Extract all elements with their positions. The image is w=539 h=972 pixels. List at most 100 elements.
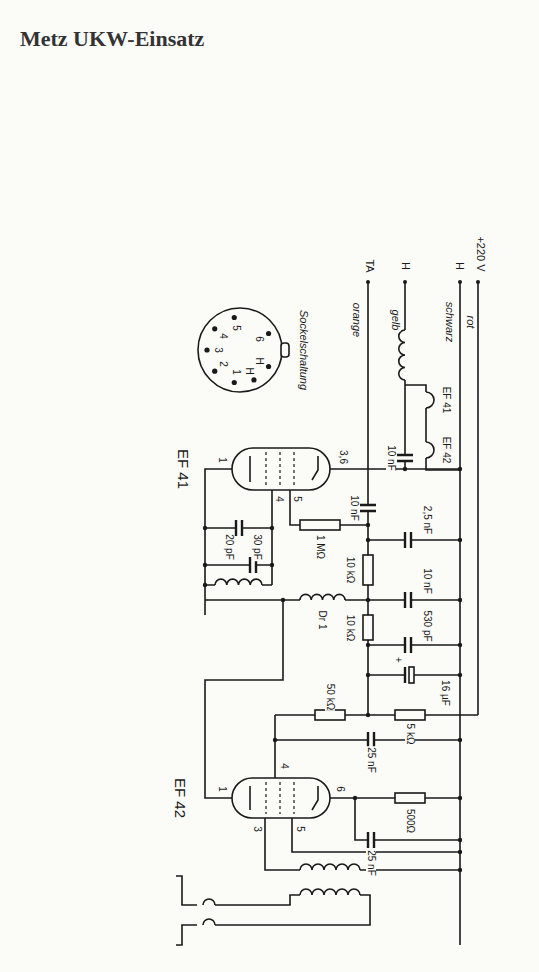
component-value: 1 MΩ bbox=[315, 534, 325, 560]
schematic-line bbox=[405, 532, 411, 683]
wire-color: schwarz bbox=[444, 301, 455, 343]
pin-number: 4 bbox=[218, 332, 228, 340]
component-value: 25 nF bbox=[366, 746, 376, 774]
schematic-line bbox=[300, 594, 345, 600]
pin-number: H bbox=[244, 366, 254, 375]
component-value: 2,5 nF bbox=[422, 505, 432, 535]
junction-dot bbox=[232, 315, 237, 320]
schematic-line bbox=[330, 798, 460, 840]
junction-dot bbox=[232, 380, 237, 385]
pin-number: 2 bbox=[218, 360, 228, 368]
schematic-line bbox=[266, 782, 294, 814]
junction-dot bbox=[366, 538, 370, 542]
schematic-line bbox=[404, 282, 406, 469]
pin-number: 5 bbox=[231, 324, 241, 332]
junction-dot bbox=[458, 868, 462, 872]
junction-dot bbox=[458, 738, 462, 742]
schematic-line bbox=[275, 714, 478, 716]
junction-dot bbox=[458, 467, 462, 471]
junction-dot bbox=[458, 796, 462, 800]
schematic-line bbox=[205, 599, 368, 601]
junction-dot bbox=[458, 280, 462, 284]
junction-dot bbox=[281, 598, 285, 602]
component-value: 530 pF bbox=[422, 609, 432, 642]
tube-name: EF 42 bbox=[173, 777, 188, 819]
junction-dot bbox=[266, 364, 271, 369]
pin-number: 1 bbox=[217, 456, 227, 464]
component-value: 50 kΩ bbox=[325, 683, 335, 711]
schematic-line bbox=[281, 343, 289, 357]
junction-dot bbox=[203, 526, 207, 530]
junction-dot bbox=[212, 369, 217, 374]
junction-dot bbox=[212, 326, 217, 331]
schematic-line bbox=[300, 889, 360, 895]
pin-number: 3,6 bbox=[338, 449, 348, 465]
junction-dot bbox=[403, 280, 407, 284]
junction-dot bbox=[251, 377, 256, 382]
schematic-line bbox=[368, 540, 460, 675]
pin-number: 4 bbox=[274, 495, 284, 503]
terminal-name: +220 V bbox=[475, 235, 486, 272]
schematic-line bbox=[312, 786, 318, 810]
schematic-line bbox=[176, 876, 197, 945]
junction-dot bbox=[203, 583, 207, 587]
terminal-name: H bbox=[400, 261, 411, 271]
schematic-line bbox=[363, 555, 373, 585]
title: Metz UKW-Einsatz bbox=[20, 26, 204, 52]
junction-dot bbox=[366, 713, 370, 717]
component-value: 10 kΩ bbox=[345, 556, 355, 584]
component-value: 30 pF bbox=[252, 533, 262, 561]
junction-dot bbox=[458, 598, 462, 602]
schematic-line bbox=[367, 282, 369, 715]
component-value: 20 pF bbox=[224, 533, 234, 561]
wire-color: orange bbox=[351, 302, 362, 338]
component-value: 500Ω bbox=[405, 808, 415, 834]
pin-number: 1 bbox=[217, 785, 227, 793]
component-value: 10 kΩ bbox=[345, 614, 355, 642]
component-value: 25 nF bbox=[366, 849, 376, 877]
wire-color: gelb bbox=[390, 309, 401, 332]
schematic-line bbox=[395, 793, 425, 803]
schematic-line bbox=[399, 330, 405, 380]
component-value: 10 nF bbox=[349, 494, 359, 522]
schematic-line bbox=[300, 864, 360, 870]
component-value: 10 nF bbox=[422, 567, 432, 595]
schematic-line bbox=[249, 786, 251, 810]
schematic-line bbox=[265, 818, 460, 870]
schematic-line bbox=[249, 456, 251, 482]
pin-number: H bbox=[254, 356, 264, 365]
schematic-line bbox=[397, 455, 413, 461]
component-name: Dr 1 bbox=[317, 610, 327, 631]
schematic-line bbox=[426, 392, 434, 458]
schematic-line bbox=[368, 832, 374, 848]
pin-number: 1 bbox=[231, 368, 241, 376]
junction-dot bbox=[203, 563, 207, 567]
schematic-line bbox=[232, 778, 330, 818]
component-value: 16 µF bbox=[440, 679, 450, 707]
schematic-line bbox=[312, 456, 318, 480]
component-value: 10 nF bbox=[386, 444, 396, 472]
junction-dot bbox=[366, 673, 370, 677]
schematic-line bbox=[477, 282, 479, 715]
schematic-line bbox=[363, 615, 373, 640]
heater-label: EF 41 bbox=[441, 386, 451, 415]
schematic-line bbox=[205, 469, 460, 615]
schematic-line bbox=[198, 308, 282, 392]
junction-dot bbox=[273, 738, 277, 742]
junction-dot bbox=[353, 796, 357, 800]
pin-number: 6 bbox=[254, 335, 264, 343]
junction-dot bbox=[366, 280, 370, 284]
schematic-line bbox=[232, 448, 330, 490]
schematic-line bbox=[395, 710, 425, 720]
schematic-line bbox=[405, 385, 460, 470]
schematic-line bbox=[459, 282, 461, 945]
schematic-line bbox=[409, 667, 414, 683]
pin-number: 4 bbox=[279, 762, 289, 770]
schematic-line bbox=[203, 899, 215, 925]
pin-number: 3 bbox=[213, 346, 223, 354]
schematic-line bbox=[205, 528, 272, 585]
heater-label: EF 42 bbox=[441, 436, 451, 465]
caption-label: Sockelschaltung bbox=[298, 309, 309, 391]
junction-dot bbox=[458, 643, 462, 647]
